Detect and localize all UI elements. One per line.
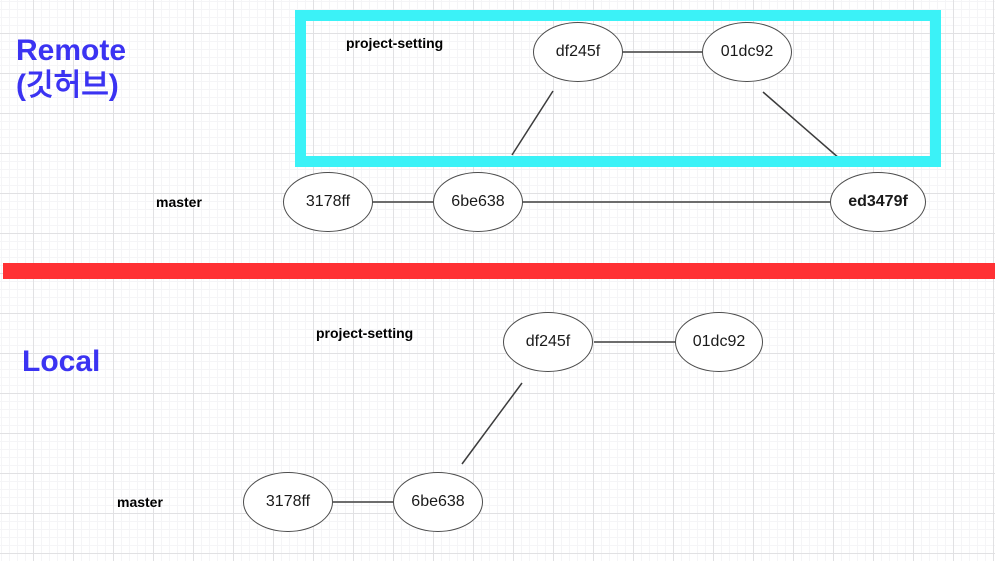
commit-node-remote-6be638[interactable]: 6be638 (433, 172, 523, 232)
commit-hash: df245f (555, 43, 601, 60)
commit-hash: 3178ff (265, 493, 311, 510)
remote-branch-label[interactable]: project-setting (346, 35, 444, 51)
connector-remote-01dc92-ed3479f[interactable] (762, 91, 841, 160)
commit-node-remote-ed3479f[interactable]: ed3479f (830, 172, 926, 232)
section-divider-bar[interactable] (3, 263, 995, 279)
remote-title-line1: Remote (16, 34, 127, 67)
connector-remote-df245f-6be638[interactable] (511, 90, 554, 156)
commit-node-local-01dc92[interactable]: 01dc92 (675, 312, 763, 372)
connector-local-df245f-6be638[interactable] (461, 382, 523, 465)
commit-hash: 01dc92 (692, 333, 746, 350)
commit-hash: df245f (525, 333, 571, 350)
commit-node-local-df245f[interactable]: df245f (503, 312, 593, 372)
remote-branch-highlight-box[interactable] (295, 10, 941, 167)
local-master-label[interactable]: master (117, 494, 163, 510)
commit-hash: 6be638 (411, 493, 465, 510)
commit-hash: 3178ff (305, 193, 351, 210)
commit-node-local-6be638[interactable]: 6be638 (393, 472, 483, 532)
remote-master-label[interactable]: master (156, 194, 202, 210)
commit-hash: ed3479f (848, 193, 908, 210)
commit-node-remote-01dc92[interactable]: 01dc92 (702, 22, 792, 82)
local-branch-label[interactable]: project-setting (316, 325, 414, 341)
local-section-title[interactable]: Local (22, 345, 101, 378)
commit-hash: 01dc92 (720, 43, 774, 60)
commit-node-remote-df245f[interactable]: df245f (533, 22, 623, 82)
commit-hash: 6be638 (451, 193, 505, 210)
commit-node-local-3178ff[interactable]: 3178ff (243, 472, 333, 532)
remote-title-line2: (깃허브) (16, 69, 119, 102)
remote-section-title[interactable]: Remote(깃허브) (16, 33, 126, 103)
commit-node-remote-3178ff[interactable]: 3178ff (283, 172, 373, 232)
